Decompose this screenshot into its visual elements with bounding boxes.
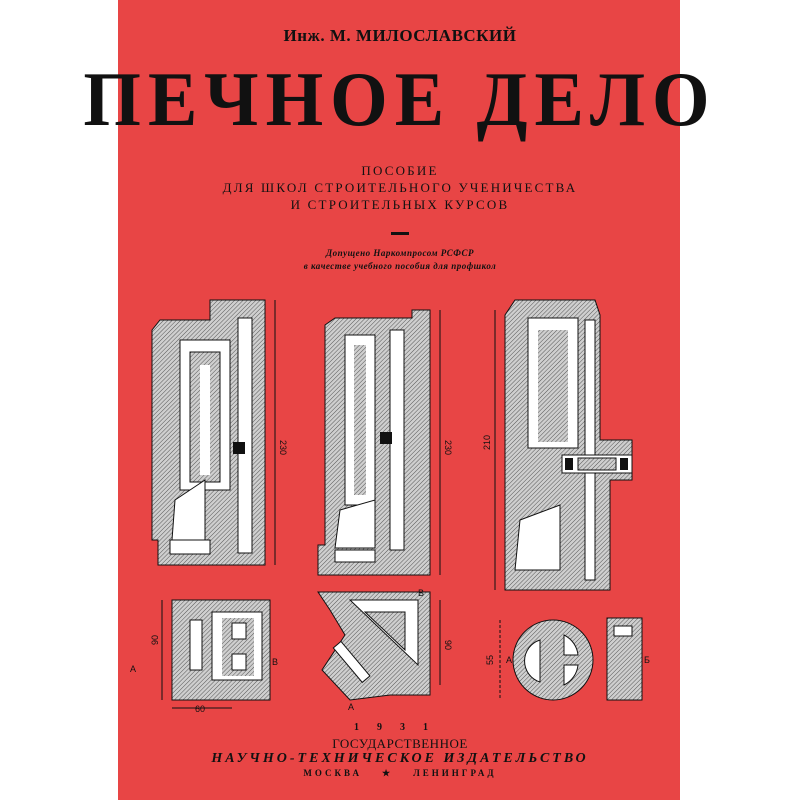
stove-elevation-middle: 230 — [317, 309, 453, 576]
city-leningrad: ЛЕНИНГРАД — [413, 768, 497, 778]
section-label: А — [506, 655, 512, 665]
author: Инж. М. МИЛОСЛАВСКИЙ — [283, 26, 517, 45]
dimension-label: 60 — [195, 704, 205, 714]
publisher-cities: МОСКВА ★ ЛЕНИНГРАД — [0, 768, 800, 779]
dimension-label: 230 — [443, 440, 453, 455]
subtitle-line: ДЛЯ ШКОЛ СТРОИТЕЛЬНОГО УЧЕНИЧЕСТВА — [222, 180, 578, 195]
approval-line: Допущено Наркомпросом РСФСР — [326, 248, 474, 258]
subtitle-line: ПОСОБИЕ — [361, 163, 439, 178]
publisher-line: ГОСУДАРСТВЕННОЕ — [332, 736, 468, 751]
dimension-label: 230 — [278, 440, 288, 455]
section-label: А — [130, 664, 136, 674]
section-label: В — [272, 657, 278, 667]
stove-plan-left: 90 А В 60 — [130, 599, 278, 714]
city-moscow: МОСКВА — [303, 768, 362, 778]
section-label: В — [418, 588, 424, 598]
publisher-line: НАУЧНО-ТЕХНИЧЕСКОЕ ИЗДАТЕЛЬСТВО — [211, 751, 589, 766]
divider — [391, 232, 409, 235]
subtitle-line: И СТРОИТЕЛЬНЫХ КУРСОВ — [290, 197, 510, 212]
dimension-label: 55 — [485, 655, 495, 665]
dimension-label: 210 — [482, 435, 492, 450]
dimension-label: 90 — [443, 640, 453, 650]
stove-elevation-left: 230 — [151, 299, 288, 566]
star-icon: ★ — [382, 768, 394, 778]
book-title: ПЕЧНОЕ ДЕЛО — [83, 56, 717, 144]
section-label: Б — [644, 655, 650, 665]
section-label: А — [348, 702, 354, 712]
approval-line: в качестве учебного пособия для профшкол — [303, 261, 497, 271]
publication-year: 1931 — [354, 722, 446, 733]
stove-plan-right: 55 А Б — [485, 617, 650, 701]
dimension-label: 90 — [150, 635, 160, 645]
stove-elevation-right: 210 — [482, 299, 633, 591]
stove-plan-middle: 90 А В — [317, 588, 453, 712]
